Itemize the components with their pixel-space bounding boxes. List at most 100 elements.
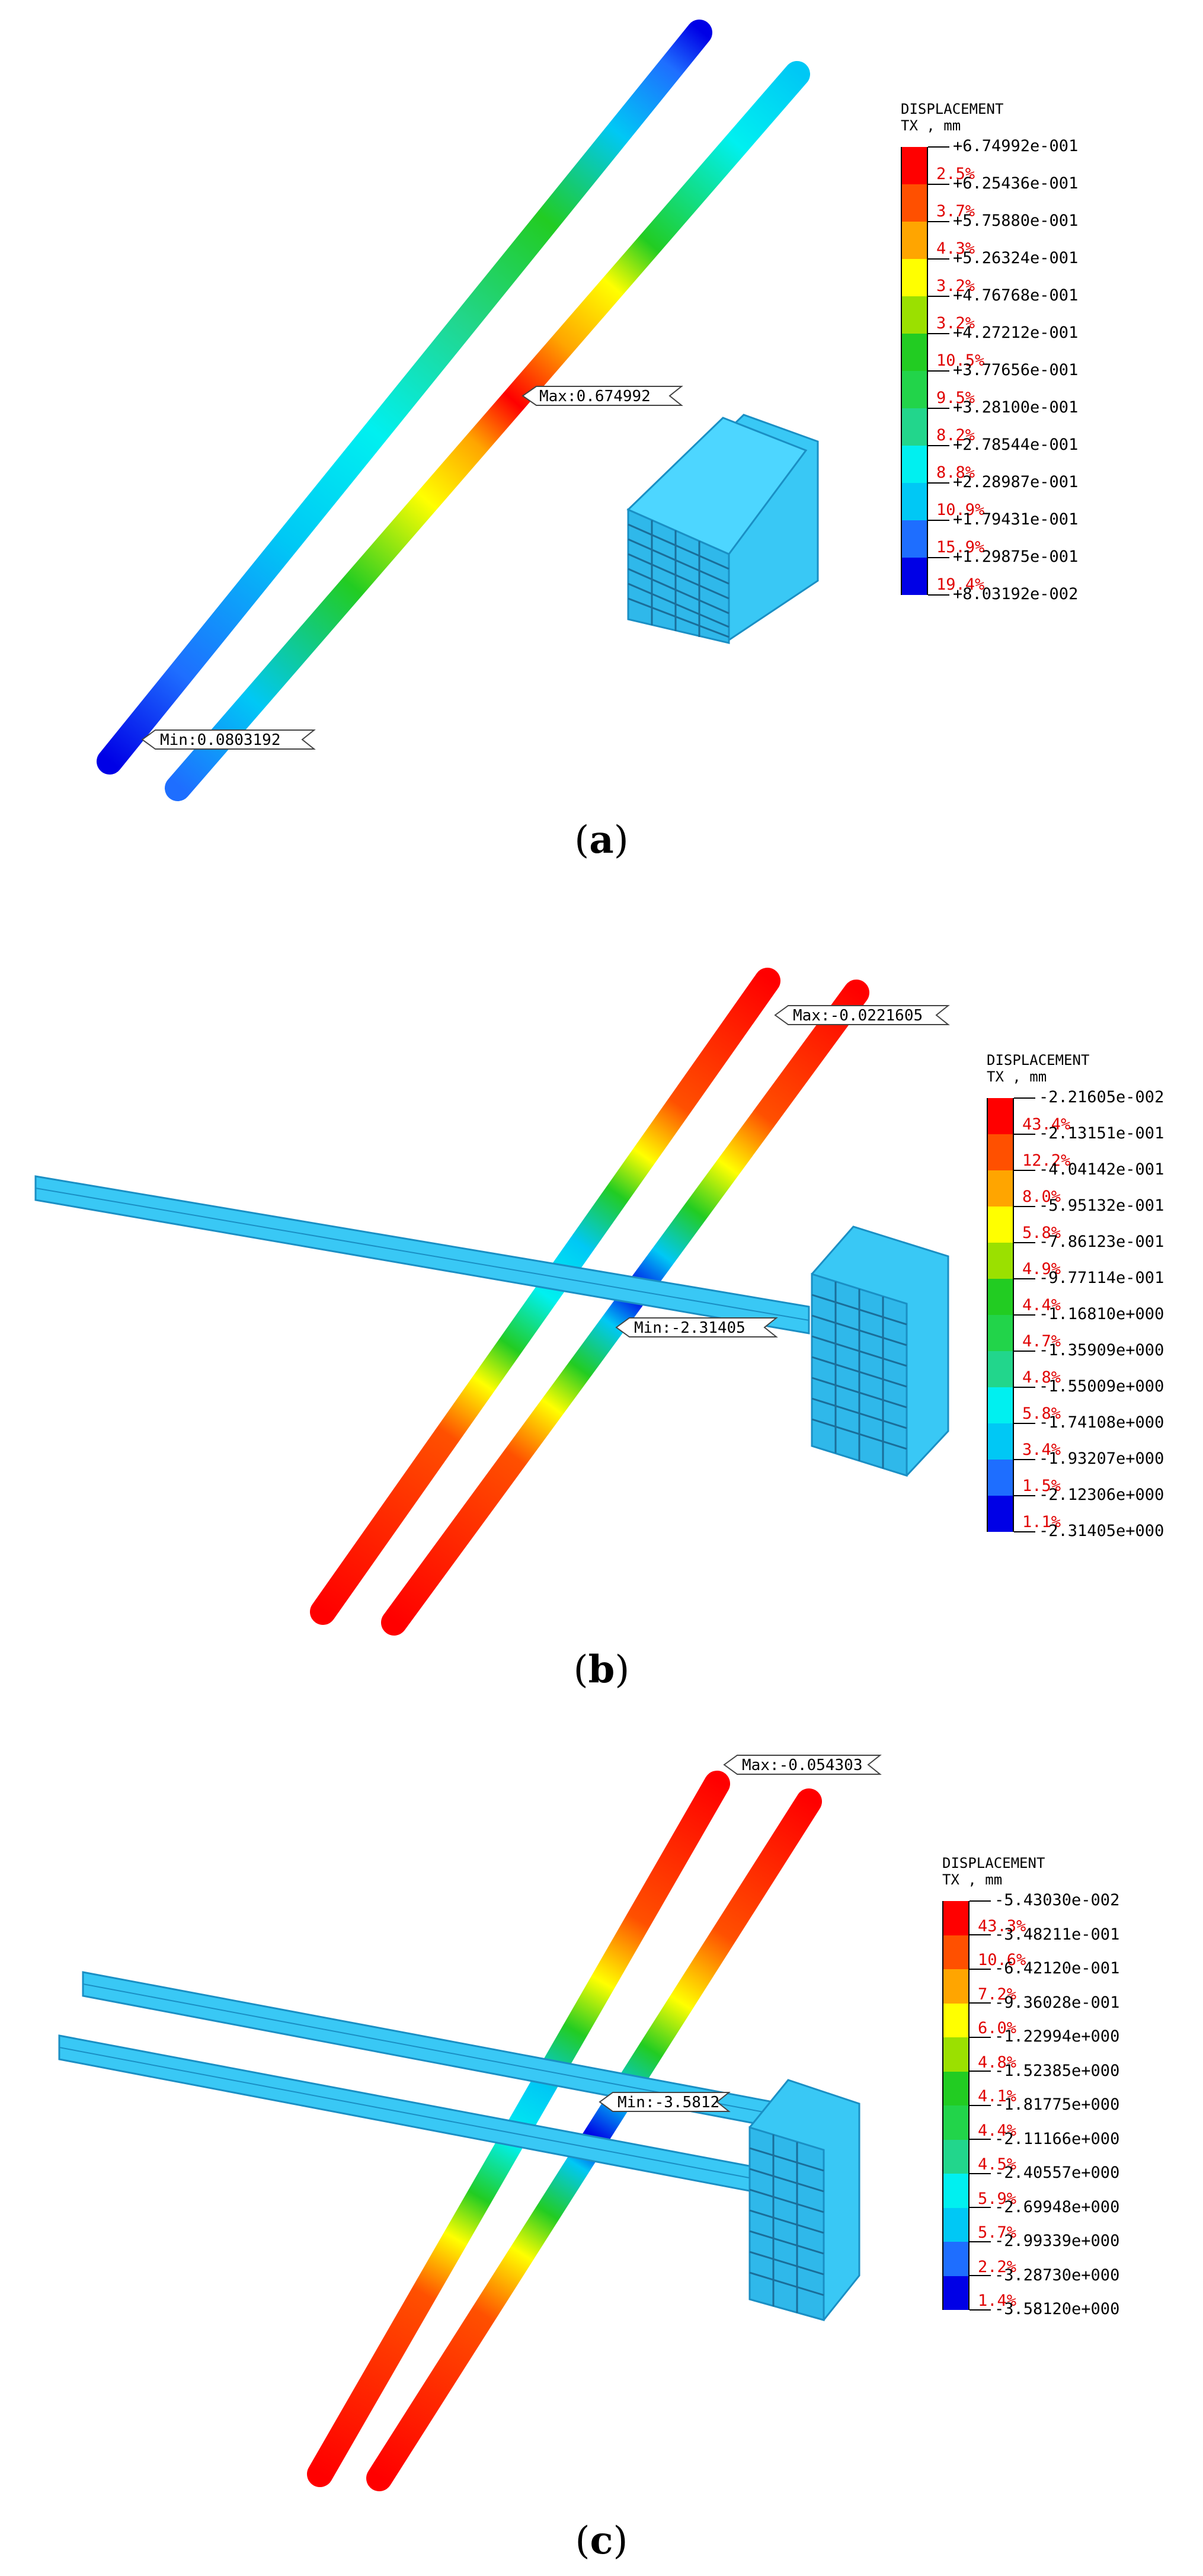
legend-level-value: +3.28100e-001 [928, 398, 1078, 417]
legend-title-a: DISPLACEMENT [901, 101, 1004, 117]
legend-subtitle-a: TX , mm [901, 117, 961, 134]
legend-swatch [988, 1423, 1013, 1460]
legend-percent: 4.9% [1022, 1259, 1061, 1278]
legend-swatch [943, 2139, 968, 2174]
legend-swatch [988, 1351, 1013, 1387]
max-marker-b: Max:-0.0221605 [774, 1005, 950, 1025]
legend-percent: 4.8% [978, 2053, 1017, 2072]
legend-level-value: -5.95132e-001 [1014, 1196, 1164, 1215]
model-view-c: Max:-0.054303 Min:-3.5812 [58, 1755, 882, 2491]
legend-percent: 3.7% [936, 201, 975, 220]
legend-swatch [943, 1935, 968, 1969]
legend-level-value: +5.75880e-001 [928, 212, 1078, 230]
legend-level-value: -2.13151e-001 [1014, 1124, 1164, 1143]
building-c [748, 2079, 860, 2321]
max-label-a: Max:0.674992 [539, 388, 651, 405]
legend-swatch [943, 2071, 968, 2105]
legend-level-value: +6.74992e-001 [928, 137, 1078, 155]
legend-swatch [902, 334, 927, 371]
legend-percent: 10.6% [978, 1951, 1026, 1970]
min-label-b: Min:-2.31405 [634, 1319, 746, 1337]
legend-swatch [902, 408, 927, 446]
legend-level-value: -1.55009e+000 [1014, 1377, 1164, 1396]
min-label-a: Min:0.0803192 [160, 731, 281, 749]
legend-level-value: -1.81775e+000 [970, 2095, 1119, 2114]
legend-swatch [943, 2105, 968, 2140]
legend-percent: 19.4% [936, 575, 985, 594]
legend-swatch [943, 2174, 968, 2208]
legend-percent: 43.3% [978, 1916, 1026, 1935]
legend-percent: 5.7% [978, 2223, 1017, 2242]
legend-percent: 4.3% [936, 239, 975, 258]
model-view-a: Max:0.674992 Min:0.0803192 [97, 20, 819, 801]
legend-a: DISPLACEMENT TX , mm 2.5%3.7%4.3%3.2%3.2… [901, 101, 1150, 606]
legend-subtitle-c: TX , mm [942, 1871, 1003, 1888]
legend-level-value: +8.03192e-002 [928, 585, 1078, 603]
legend-percent: 4.4% [1022, 1295, 1061, 1314]
legend-level-value: -3.48211e-001 [970, 1925, 1119, 1944]
legend-percent: 1.1% [1022, 1512, 1061, 1531]
caption-b: (b) [573, 1647, 630, 1692]
legend-level-value: -2.99339e+000 [970, 2232, 1119, 2250]
legend-level-value: -2.11166e+000 [970, 2130, 1119, 2148]
legend-level-value: -3.28730e+000 [970, 2266, 1119, 2284]
legend-percent: 4.7% [1022, 1332, 1061, 1351]
caption-c: (c) [575, 2519, 628, 2563]
legend-percent: 12.2% [1022, 1151, 1071, 1170]
legend-level-value: -1.35909e+000 [1014, 1341, 1164, 1359]
legend-title-c: DISPLACEMENT [942, 1855, 1045, 1871]
legend-subtitle-b: TX , mm [987, 1068, 1047, 1085]
legend-level-value: -6.42120e-001 [970, 1959, 1119, 1977]
legend-percent: 1.5% [1022, 1476, 1061, 1495]
legend-level-value: +5.26324e-001 [928, 249, 1078, 267]
color-scale-a: 2.5%3.7%4.3%3.2%3.2%10.5%9.5%8.2%8.8%10.… [901, 137, 1150, 606]
legend-percent: 10.9% [936, 500, 985, 519]
legend-swatch [988, 1279, 1013, 1315]
legend-swatch [943, 1969, 968, 2004]
legend-swatch [902, 222, 927, 259]
legend-level-value: -3.58120e+000 [970, 2300, 1119, 2318]
panel-b: Max:-0.0221605 Min:-2.31405 DISPLACEMENT… [0, 877, 1203, 1724]
min-marker-c: Min:-3.5812 [599, 2092, 731, 2112]
legend-swatch [943, 2276, 968, 2310]
building-b [811, 1225, 949, 1477]
color-scale-c: 43.3%10.6%7.2%6.0%4.8%4.1%4.4%4.5%5.9%5.… [942, 1891, 1167, 2318]
legend-level-value: -2.40557e+000 [970, 2164, 1119, 2182]
legend-percent: 4.8% [1022, 1368, 1061, 1387]
legend-swatch [988, 1134, 1013, 1170]
legend-swatch [902, 371, 927, 408]
legend-swatch [943, 2242, 968, 2276]
model-view-b: Max:-0.0221605 Min:-2.31405 [34, 968, 950, 1636]
legend-swatch [988, 1207, 1013, 1243]
legend-percent: 7.2% [978, 1985, 1017, 2004]
legend-level-value: -1.52385e+000 [970, 2062, 1119, 2080]
color-scale-b: 43.4%12.2%8.0%5.8%4.9%4.4%4.7%4.8%5.8%3.… [987, 1088, 1200, 1540]
pipe-left-b [310, 968, 780, 1625]
legend-level-value: -1.93207e+000 [1014, 1449, 1164, 1468]
legend-level-value: +3.77656e-001 [928, 361, 1078, 379]
legend-level-value: +2.78544e-001 [928, 436, 1078, 454]
legend-level-value: -5.43030e-002 [970, 1891, 1119, 1909]
legend-level-value: +6.25436e-001 [928, 174, 1078, 193]
legend-swatch [902, 184, 927, 222]
legend-level-value: -9.77114e-001 [1014, 1269, 1164, 1287]
legend-level-value: +4.27212e-001 [928, 324, 1078, 342]
pipe-right-b [381, 980, 869, 1636]
legend-percent: 8.0% [1022, 1187, 1061, 1206]
legend-percent: 3.4% [1022, 1440, 1061, 1459]
legend-percent: 5.9% [978, 2189, 1017, 2208]
legend-percent: 43.4% [1022, 1115, 1071, 1134]
legend-level-value: -2.12306e+000 [1014, 1486, 1164, 1504]
legend-percent: 5.8% [1022, 1223, 1061, 1242]
legend-swatch [988, 1315, 1013, 1351]
legend-level-value: -2.21605e-002 [1014, 1088, 1164, 1106]
max-label-c: Max:-0.054303 [742, 1756, 863, 1774]
legend-percent: 4.1% [978, 2087, 1017, 2106]
legend-swatch [988, 1387, 1013, 1423]
max-marker-a: Max:0.674992 [521, 386, 683, 406]
legend-swatch [943, 2003, 968, 2037]
legend-swatch [902, 558, 927, 595]
legend-swatch [943, 2207, 968, 2242]
min-label-c: Min:-3.5812 [618, 2094, 719, 2111]
max-label-b: Max:-0.0221605 [793, 1007, 923, 1025]
